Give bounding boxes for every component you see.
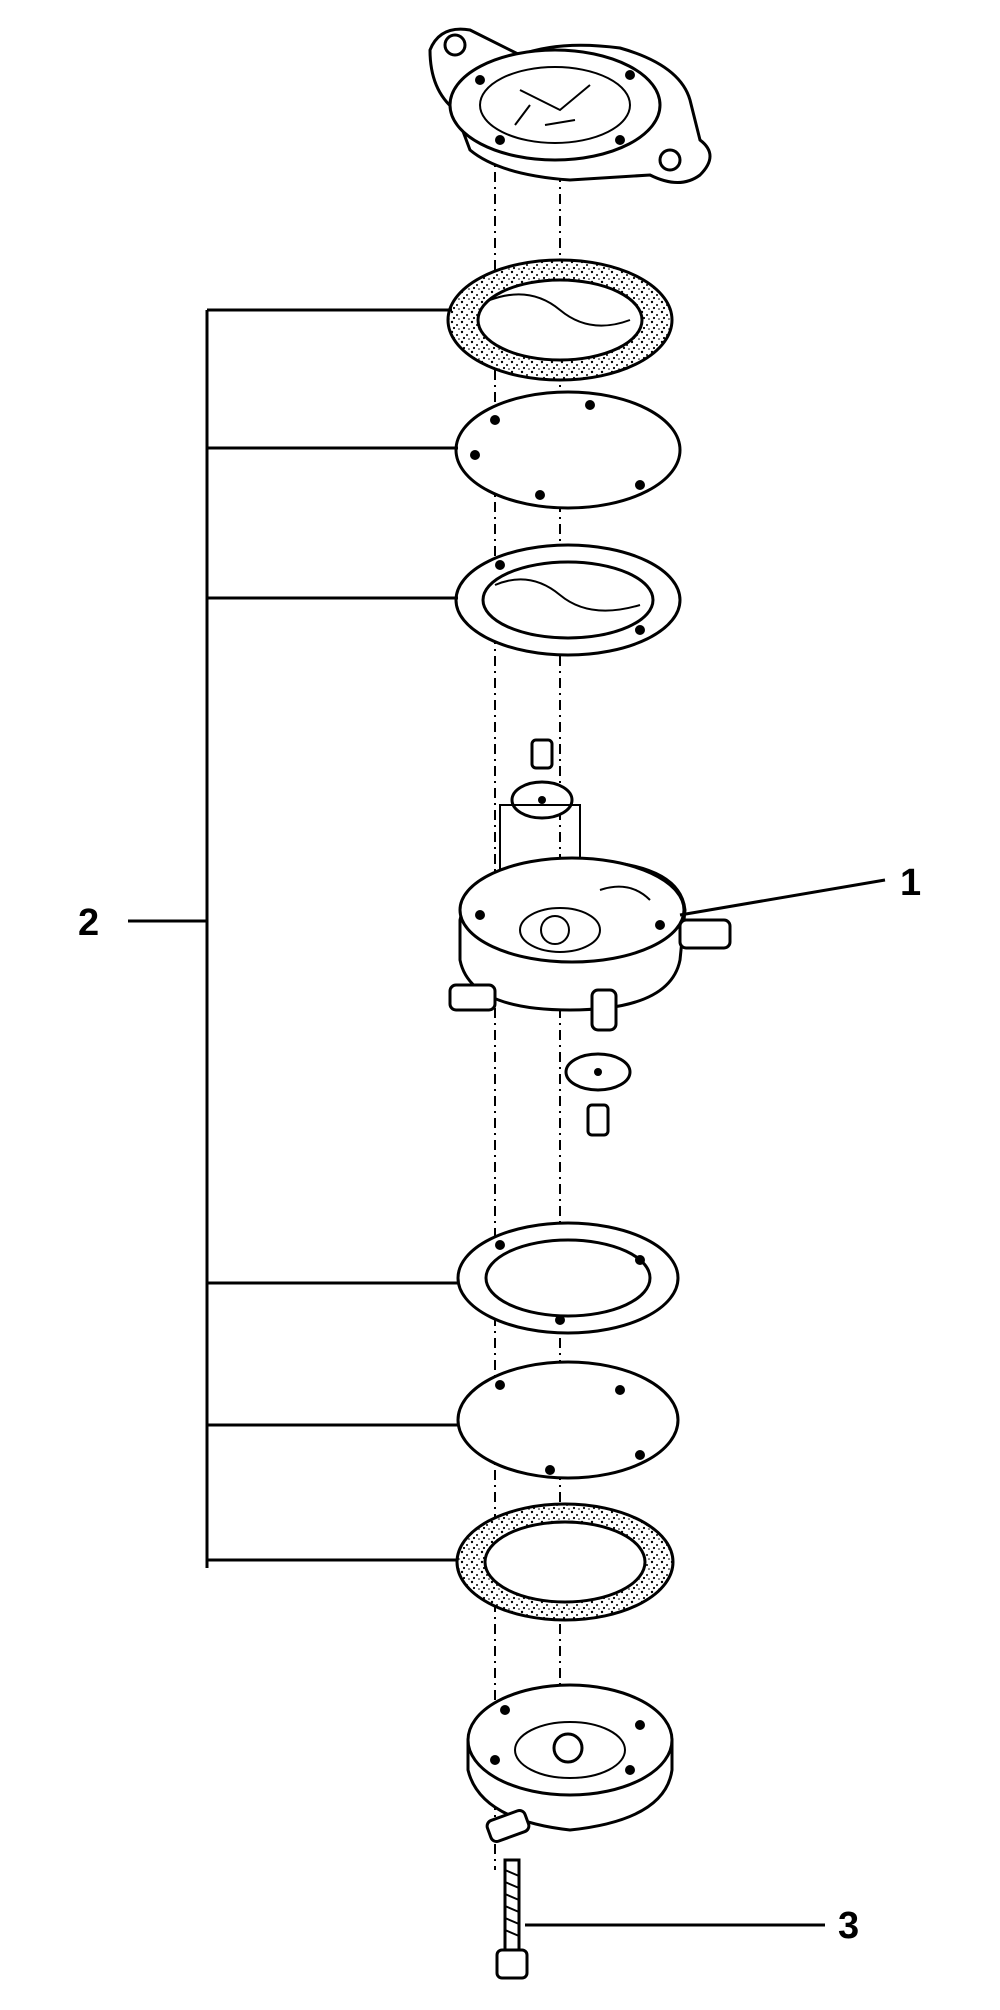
callout-2-label: 2 [78,902,99,944]
callout-1-label: 1 [900,862,921,904]
top-gasket [446,258,674,382]
upper-valve-gasket [454,543,682,657]
lower-diaphragm [456,1360,680,1480]
lower-valve [564,1052,632,1137]
top-cover [428,27,712,184]
upper-diaphragm [454,390,682,510]
lower-valve-gasket [456,1221,680,1335]
callout-2-bracket [128,308,458,1568]
mounting-screw [495,1858,529,1980]
bottom-gasket [455,1502,675,1622]
bottom-cover [466,1683,674,1843]
callout-1-leader [679,878,886,917]
callout-3-label: 3 [838,1905,859,1947]
pump-body [448,856,732,1032]
